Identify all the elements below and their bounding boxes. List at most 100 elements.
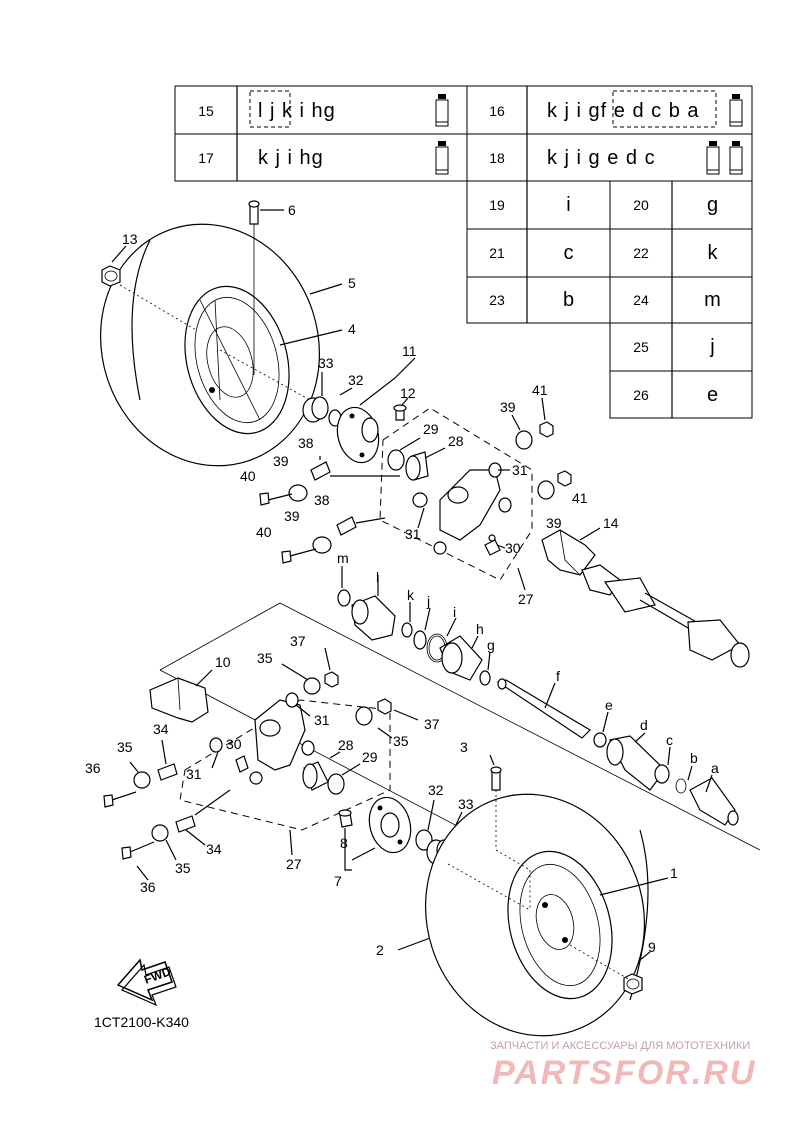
diagram-code: 1CT2100-K340 bbox=[94, 1014, 189, 1030]
callout-j: j bbox=[426, 593, 430, 609]
nut-41 bbox=[557, 470, 572, 487]
bolt-36 bbox=[121, 841, 155, 860]
lug-nut bbox=[101, 265, 121, 287]
callout-28: 28 bbox=[338, 737, 354, 753]
callout-8: 8 bbox=[340, 835, 348, 851]
hub-bolt bbox=[338, 809, 353, 828]
knuckle-arm bbox=[209, 692, 315, 785]
callout-9: 9 bbox=[648, 939, 656, 955]
callout-k: k bbox=[407, 587, 415, 603]
hub-bolt bbox=[393, 404, 407, 421]
callout-31: 31 bbox=[314, 712, 330, 728]
grid-ref: 20 bbox=[633, 197, 649, 213]
nut-37 bbox=[377, 698, 392, 715]
grease-tube-icon bbox=[435, 141, 449, 175]
grid-ref: 19 bbox=[489, 197, 505, 213]
knuckle-group-outline bbox=[179, 699, 391, 831]
callout-h: h bbox=[476, 621, 484, 637]
callout-12: 12 bbox=[400, 385, 416, 401]
optional-group-box bbox=[249, 90, 291, 128]
tire-valve bbox=[248, 200, 260, 225]
callout-37: 37 bbox=[424, 716, 440, 732]
lower-tire bbox=[424, 793, 649, 1037]
callout-34: 34 bbox=[153, 721, 169, 737]
callout-6: 6 bbox=[288, 202, 296, 218]
wheel-hub bbox=[368, 796, 412, 854]
bolt-40 bbox=[259, 492, 293, 506]
callout-39: 39 bbox=[500, 399, 516, 415]
bearing bbox=[302, 396, 329, 423]
washer-39 bbox=[537, 480, 555, 500]
grid-code: g bbox=[707, 194, 719, 216]
callout-36: 36 bbox=[85, 760, 101, 776]
tire-valve bbox=[490, 766, 502, 791]
grid-code: e bbox=[707, 384, 719, 406]
collar-38 bbox=[310, 461, 331, 481]
washer-35 bbox=[133, 771, 151, 789]
grease-tube-icon bbox=[729, 94, 743, 127]
callout-f: f bbox=[556, 668, 560, 684]
collar-35 bbox=[355, 706, 373, 726]
callout-27: 27 bbox=[518, 591, 534, 607]
washer-39 bbox=[312, 536, 332, 554]
washer-39 bbox=[515, 430, 533, 450]
callout-13: 13 bbox=[122, 231, 138, 247]
callout-33: 33 bbox=[458, 796, 474, 812]
washer-35 bbox=[151, 824, 169, 842]
callout-1: 1 bbox=[670, 865, 678, 881]
table-ref-16: 16 bbox=[489, 103, 505, 119]
callout-3: 3 bbox=[460, 739, 468, 755]
grease-nipple bbox=[484, 534, 501, 556]
band-j bbox=[413, 630, 427, 650]
table-codes-18: k j i g e d c bbox=[547, 147, 656, 169]
collar bbox=[387, 449, 405, 471]
callout-29: 29 bbox=[362, 749, 378, 765]
callout-39: 39 bbox=[546, 515, 562, 531]
callout-35: 35 bbox=[393, 733, 409, 749]
band-g bbox=[479, 670, 491, 686]
callout-29: 29 bbox=[423, 421, 439, 437]
callout-35: 35 bbox=[175, 860, 191, 876]
callout-b: b bbox=[690, 750, 698, 766]
callout-35: 35 bbox=[257, 650, 273, 666]
table-ref-15: 15 bbox=[198, 103, 214, 119]
grid-ref: 25 bbox=[633, 339, 649, 355]
joint-l bbox=[351, 595, 396, 641]
optional-group-box bbox=[612, 90, 717, 128]
callout-11: 11 bbox=[402, 343, 417, 359]
grid-code: b bbox=[563, 289, 575, 311]
grid-ref: 21 bbox=[489, 245, 505, 261]
callout-31: 31 bbox=[405, 526, 421, 542]
table-codes-16: k j i gf e d c b a bbox=[547, 100, 700, 122]
callout-38: 38 bbox=[314, 492, 330, 508]
callout-31: 31 bbox=[512, 462, 528, 478]
collar-34 bbox=[175, 815, 196, 833]
collar-35 bbox=[303, 677, 321, 695]
band-c bbox=[654, 764, 670, 784]
collar-29 bbox=[327, 773, 345, 795]
wheel-hub bbox=[336, 406, 380, 464]
grid-code: j bbox=[709, 336, 715, 358]
callout-37: 37 bbox=[290, 633, 306, 649]
callout-10: 10 bbox=[215, 654, 231, 670]
callout-4: 4 bbox=[348, 321, 356, 337]
callout-27: 27 bbox=[286, 856, 302, 872]
boot-d bbox=[606, 735, 666, 791]
collar-38 bbox=[336, 516, 357, 536]
callout-41: 41 bbox=[572, 490, 588, 506]
callout-40: 40 bbox=[256, 524, 272, 540]
callout-33: 33 bbox=[318, 355, 334, 371]
callout-38: 38 bbox=[298, 435, 314, 451]
circlip-e bbox=[593, 732, 607, 748]
shaft-f bbox=[496, 678, 591, 739]
table-ref-17: 17 bbox=[198, 150, 214, 166]
collar-34 bbox=[157, 763, 178, 781]
callout-2: 2 bbox=[376, 942, 384, 958]
lug-nut bbox=[623, 973, 643, 995]
upper-drive-shaft bbox=[581, 564, 750, 668]
bracket-10 bbox=[149, 677, 209, 723]
callout-39: 39 bbox=[284, 508, 300, 524]
callout-34: 34 bbox=[206, 841, 222, 857]
washer-39 bbox=[288, 484, 308, 502]
grid-code: m bbox=[704, 289, 722, 311]
